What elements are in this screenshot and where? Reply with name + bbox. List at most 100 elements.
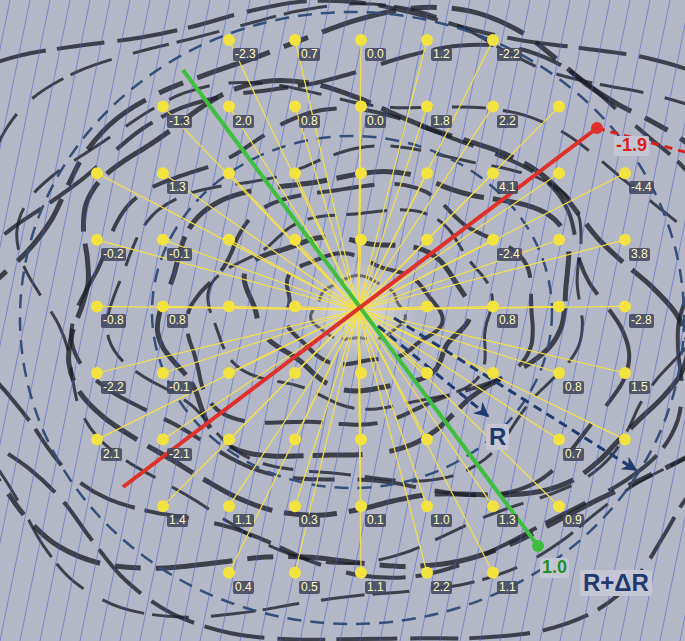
hatch-line: [460, 0, 590, 641]
hatch-line: [80, 0, 210, 641]
grid-value: -2.3: [233, 48, 258, 61]
grid-value: 0.5: [299, 581, 320, 594]
grid-value: 0.4: [233, 581, 254, 594]
grid-value: 1.0: [431, 514, 452, 527]
sample-dot: [91, 234, 103, 246]
sample-dot: [355, 234, 367, 246]
grid-value: 1.4: [167, 514, 188, 527]
sample-dot: [289, 101, 301, 113]
hatch-line: [440, 0, 570, 641]
sample-dot: [289, 300, 301, 312]
grid-value: -1.3: [167, 115, 192, 128]
sample-dot: [355, 367, 367, 379]
sample-dot: [355, 101, 367, 113]
sample-dot: [223, 367, 235, 379]
grid-value: 1.3: [167, 181, 188, 194]
sample-ray: [358, 107, 559, 310]
sample-ray: [229, 173, 358, 310]
grid-value: 1.2: [431, 48, 452, 61]
grid-value: -0.2: [101, 248, 126, 261]
sample-dot: [619, 167, 631, 179]
grid-value: 1.1: [497, 581, 518, 594]
grid-value: -2.4: [497, 248, 522, 261]
grid-value: 1.5: [629, 381, 650, 394]
sample-dot: [157, 500, 169, 512]
red-value: -1.9: [614, 136, 649, 156]
sample-dot: [421, 167, 433, 179]
sample-dot: [619, 434, 631, 446]
sample-dot: [487, 167, 499, 179]
sample-dot: [289, 34, 301, 46]
sample-dot: [421, 101, 433, 113]
grid-value: 0.8: [563, 381, 584, 394]
sample-dot: [421, 300, 433, 312]
hatch-line: [100, 0, 230, 641]
sample-dot: [91, 167, 103, 179]
grid-value: 1.3: [497, 514, 518, 527]
sample-dot: [157, 434, 169, 446]
grid-value: 3.8: [629, 248, 650, 261]
grid-value: -2.2: [101, 381, 126, 394]
sample-dot: [289, 500, 301, 512]
sample-ray: [295, 40, 358, 310]
grid-value: 0.1: [365, 514, 386, 527]
grid-value: 2.2: [431, 581, 452, 594]
sample-ray: [295, 306, 358, 310]
sample-dot: [289, 234, 301, 246]
sample-ray: [358, 240, 559, 310]
sample-ray: [295, 310, 358, 373]
sample-ray: [163, 240, 358, 310]
sample-dot: [355, 500, 367, 512]
hatch-line: [0, 0, 110, 641]
sample-dot: [223, 34, 235, 46]
sample-dot: [91, 300, 103, 312]
grid-value: -2.1: [167, 448, 192, 461]
grid-value: 1.1: [233, 514, 254, 527]
hatch-line: [580, 0, 685, 641]
sample-ray: [97, 173, 358, 310]
sample-dot: [355, 167, 367, 179]
hatch-line: [500, 0, 630, 641]
sample-ray: [163, 173, 358, 310]
sample-ray: [163, 310, 358, 506]
sample-dot: [421, 234, 433, 246]
sample-dot: [487, 567, 499, 579]
sample-dot: [553, 367, 565, 379]
sample-dot: [289, 167, 301, 179]
sample-dot: [487, 500, 499, 512]
sample-dot: [553, 234, 565, 246]
hatch-line: [600, 0, 685, 641]
sample-dot: [487, 101, 499, 113]
sample-dot: [553, 434, 565, 446]
grid-value: 0.8: [497, 314, 518, 327]
sample-dot: [223, 434, 235, 446]
sample-dot: [487, 34, 499, 46]
sample-dot: [421, 367, 433, 379]
sample-ray: [358, 107, 361, 310]
grid-value: 0.9: [563, 514, 584, 527]
sample-ray: [163, 310, 358, 373]
hatch-line: [540, 0, 670, 641]
grid-value: 0.0: [365, 48, 386, 61]
sample-dot: [619, 234, 631, 246]
sample-ray: [358, 310, 625, 440]
grid-value: -0.1: [167, 381, 192, 394]
sample-ray: [358, 310, 559, 373]
hatch-line: [140, 0, 270, 641]
sample-dot: [421, 434, 433, 446]
sample-dot: [289, 367, 301, 379]
sample-dot: [289, 567, 301, 579]
sample-dot: [223, 234, 235, 246]
grid-value: 0.8: [299, 115, 320, 128]
sample-ray: [163, 107, 358, 310]
sample-ray: [358, 173, 559, 310]
ridge-line: [0, 7, 685, 568]
sample-dot: [157, 300, 169, 312]
radius-delta-arrow: [394, 318, 636, 470]
sample-dot: [553, 300, 565, 312]
grid-value: -2.2: [497, 48, 522, 61]
grid-value: -2.8: [629, 314, 654, 327]
radius-label: R+ΔR: [580, 570, 652, 596]
red-axis: [123, 128, 597, 487]
sample-ray: [97, 310, 358, 373]
